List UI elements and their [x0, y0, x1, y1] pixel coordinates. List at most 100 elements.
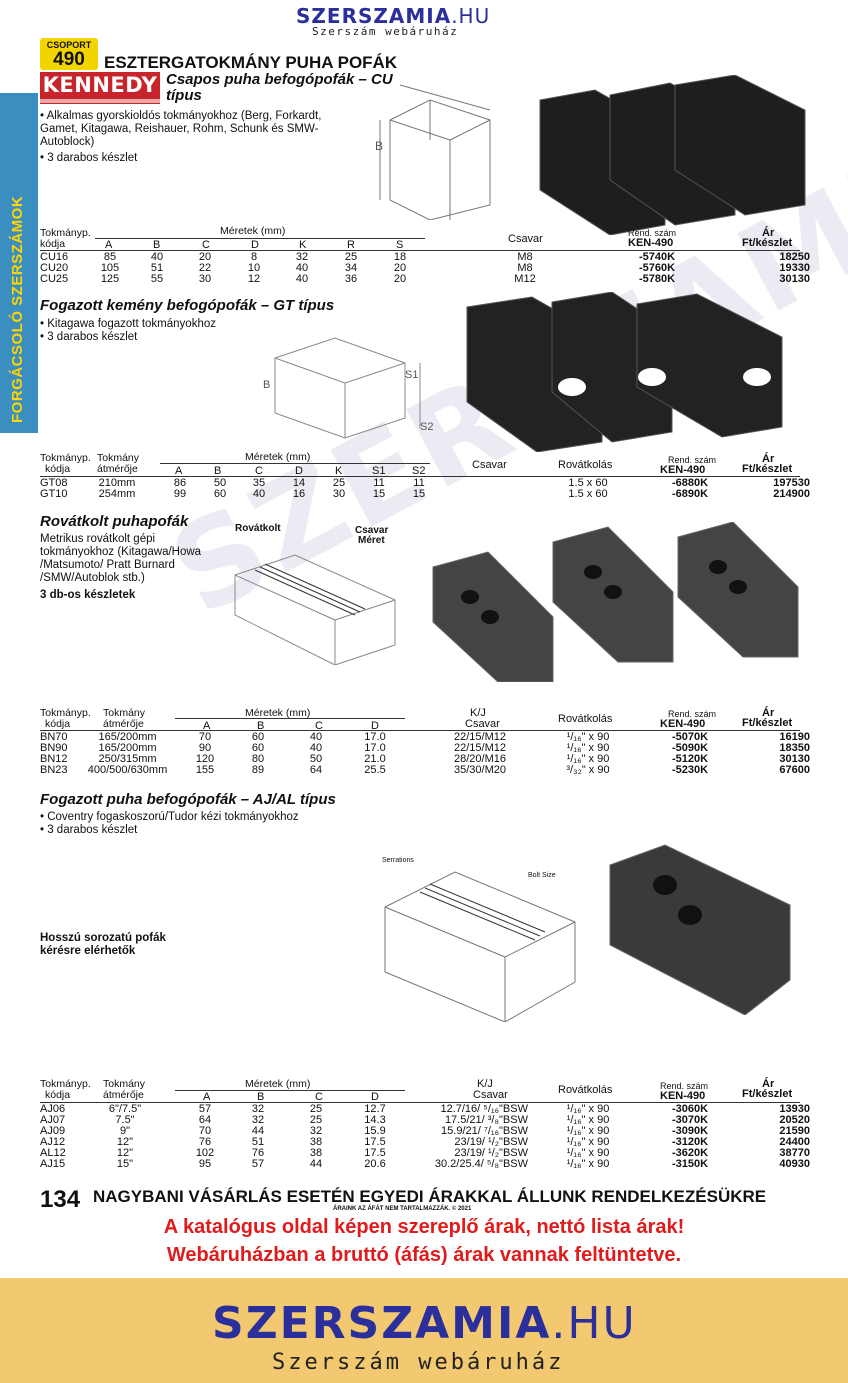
cu-cell: 40	[295, 273, 309, 285]
bn-cell: 80	[251, 753, 265, 765]
cu-cell: 18	[393, 251, 407, 263]
cu-cell: 40	[150, 251, 164, 263]
bn-desc-1: Metrikus rovátkolt gépi	[40, 533, 156, 545]
gt-bullet-2: • 3 darabos készlet	[40, 331, 138, 343]
aj-cell: 15.9/21/ ⁷/₁₆"BSW	[441, 1125, 528, 1137]
bn-cell: ³/₃₂" x 90	[566, 764, 610, 776]
aj-cell: 25	[309, 1114, 323, 1126]
section-title-cu: Csapos puha befogópofák – CU típus	[166, 71, 393, 104]
bn-cell: ¹/₁₆" x 90	[566, 753, 610, 765]
aj-label-bolt: Bolt Size	[528, 872, 556, 879]
aj-bullet-1: • Coventry fogaskoszorú/Tudor kézi tokmá…	[40, 811, 299, 823]
bn-desc-4: /SMW/Autoblok stb.)	[40, 572, 145, 584]
gt-cell: 11	[373, 477, 385, 489]
gt-cell: 1.5 x 60	[568, 488, 608, 500]
aj-cell: 9"	[119, 1125, 131, 1137]
gt-cell: 60	[213, 488, 227, 500]
bn-cell: 22/15/M12	[454, 731, 506, 743]
aj-cell: 51	[251, 1136, 265, 1148]
aj-cell: 76	[198, 1136, 212, 1148]
gt-cell: GT10	[40, 488, 68, 500]
bottom-logo: SZERSZAMIA.HU	[212, 1298, 637, 1349]
cu-cell: 30	[198, 273, 212, 285]
aj-cell: 21590	[779, 1125, 810, 1137]
cu-cell: 30130	[779, 273, 810, 285]
header-tagline: Szerszám webáruház	[312, 25, 459, 38]
bn-cell: 50	[309, 753, 323, 765]
aj-cell: -3070K	[671, 1114, 709, 1126]
aj-cell: -3060K	[671, 1103, 709, 1115]
gt-cell: 30	[332, 488, 346, 500]
aj-cell: 13930	[779, 1103, 810, 1115]
gt-cell: 254mm	[98, 488, 136, 500]
aj-cell: AJ09	[40, 1125, 66, 1137]
cu-cell: 51	[150, 262, 164, 274]
aj-cell: 17.5	[364, 1147, 386, 1159]
aj-cell: 25	[309, 1103, 323, 1115]
cu-cell: M8	[517, 262, 533, 274]
bn-set: 3 db-os készletek	[40, 589, 136, 601]
aj-cell: 30.2/25.4/ ⁵/₈"BSW	[434, 1158, 528, 1170]
gt-cell: -6890K	[671, 488, 709, 500]
aj-cell: 40930	[779, 1158, 810, 1170]
aj-cell: -3090K	[671, 1125, 709, 1137]
cu-cell: 10	[247, 262, 261, 274]
cu-cell: -5740K	[638, 251, 676, 263]
brand-logo: KENNEDY	[40, 72, 160, 104]
bn-cell: 17.0	[364, 731, 386, 743]
cu-h-meretek: Méretek (mm)	[220, 225, 286, 237]
aj-diagram	[384, 871, 576, 1022]
gt-cell: 210mm	[98, 477, 136, 489]
cu-cell: 20	[198, 251, 212, 263]
bn-cell: 120	[195, 753, 215, 765]
aj-cell: 32	[309, 1125, 323, 1137]
bn-diagram	[234, 554, 396, 665]
cu-cell: 25	[344, 251, 358, 263]
cu-cell: 55	[150, 273, 164, 285]
aj-cell: -3620K	[671, 1147, 709, 1159]
aj-cell: 76	[251, 1147, 265, 1159]
bn-cell: 30130	[779, 753, 810, 765]
bn-cell: 28/20/M16	[454, 753, 506, 765]
cu-h-tokm1: Tokmányp.	[40, 227, 91, 239]
aj-cell: 12.7	[364, 1103, 386, 1115]
aj-cell: 44	[309, 1158, 323, 1170]
aj-cell: 38	[309, 1147, 323, 1159]
aj-cell: 20520	[779, 1114, 810, 1126]
gt-cell: 1.5 x 60	[568, 477, 608, 489]
aj-cell: 57	[251, 1158, 265, 1170]
aj-cell: ¹/₁₆" x 90	[566, 1136, 610, 1148]
bn-cell: 70	[198, 731, 212, 743]
bn-cell: 21.0	[364, 753, 386, 765]
aj-cell: 23/19/ ¹/₂"BSW	[454, 1147, 528, 1159]
bn-cell: 165/200mm	[98, 731, 157, 743]
bn-cell: 89	[251, 764, 265, 776]
cu-cell: 20	[393, 273, 407, 285]
aj-bullet-2: • 3 darabos készlet	[40, 824, 138, 836]
bn-label-csavar: Csavar	[355, 525, 389, 536]
bn-cell: 17.0	[364, 742, 386, 754]
gt-cell: 197530	[773, 477, 810, 489]
bn-desc-3: /Matsumoto/ Pratt Burnard	[40, 559, 175, 571]
aj-cell: 32	[251, 1114, 265, 1126]
aj-cell: ¹/₁₆" x 90	[566, 1125, 610, 1137]
aj-cell: 12.7/16/ ⁵/₁₆"BSW	[440, 1103, 528, 1115]
cu-cell: 22	[198, 262, 212, 274]
bn-cell: 40	[309, 742, 323, 754]
bn-cell: 35/30/M20	[454, 764, 506, 776]
bn-cell: 64	[309, 764, 323, 776]
aj-note-1: Hosszú sorozatú pofák	[40, 932, 166, 944]
aj-cell: 38770	[779, 1147, 810, 1159]
aj-cell: 23/19/ ¹/₂"BSW	[454, 1136, 528, 1148]
cu-cell: 36	[344, 273, 358, 285]
aj-cell: 15"	[116, 1158, 134, 1170]
vat-notice: ÁRAINK AZ ÁFÁT NEM TARTALMAZZÁK. © 2021	[333, 1206, 472, 1212]
aj-cell: 38	[309, 1136, 323, 1148]
cu-diagram: B	[375, 84, 491, 220]
cu-cell: 125	[100, 273, 120, 285]
aj-cell: 24400	[779, 1136, 810, 1148]
aj-cell: 32	[251, 1103, 265, 1115]
aj-cell: 7.5"	[115, 1114, 135, 1126]
aj-cell: 17.5	[364, 1136, 386, 1148]
